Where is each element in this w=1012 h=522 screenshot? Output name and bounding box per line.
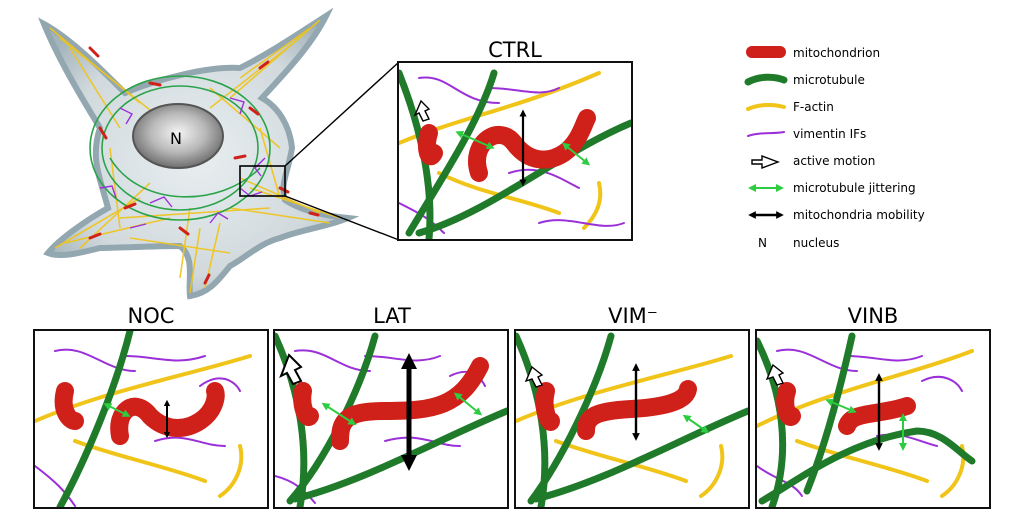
legend-mobility-arrow-icon <box>748 211 784 219</box>
legend-label-vimentin: vimentin IFs <box>793 127 867 141</box>
legend-label-factin: F-actin <box>793 100 834 114</box>
legend-label-nucleus: nucleus <box>793 236 840 250</box>
cell-mitochondria <box>88 46 320 285</box>
legend-label-microtubule: microtubule <box>793 73 865 87</box>
panel-title-ctrl: CTRL <box>488 38 542 62</box>
panel-lat <box>273 329 509 509</box>
legend-factin-symbol <box>746 102 786 111</box>
panel-title-vinb: VINB <box>847 304 899 328</box>
panel-ctrl <box>397 61 633 241</box>
panel-noc <box>33 329 269 509</box>
panel-title-lat: LAT <box>373 304 411 328</box>
legend-label-jitter: microtubule jittering <box>793 181 916 195</box>
legend-jitter-arrow-icon <box>748 184 784 192</box>
panel-title-vim: VIM⁻ <box>608 304 658 328</box>
panel-title-noc: NOC <box>127 304 175 328</box>
nucleus <box>132 103 224 169</box>
legend-label-active-motion: active motion <box>793 154 876 168</box>
legend-mitochondrion-symbol <box>746 46 786 58</box>
cell-illustration: N <box>38 8 360 300</box>
panel-vinb <box>755 329 991 509</box>
legend-vimentin-symbol <box>747 131 785 137</box>
zoom-box <box>239 165 286 197</box>
legend-label-mitochondrion: mitochondrion <box>793 46 881 60</box>
cell-microtubule-network <box>89 75 271 221</box>
nucleus-label: N <box>170 129 182 148</box>
legend-active-motion-arrow-icon <box>751 154 780 170</box>
panel-vim <box>514 329 750 509</box>
legend-microtubule-symbol <box>744 73 788 86</box>
legend-nucleus-symbol: N <box>758 236 767 250</box>
legend-label-mobility: mitochondria mobility <box>793 208 925 222</box>
